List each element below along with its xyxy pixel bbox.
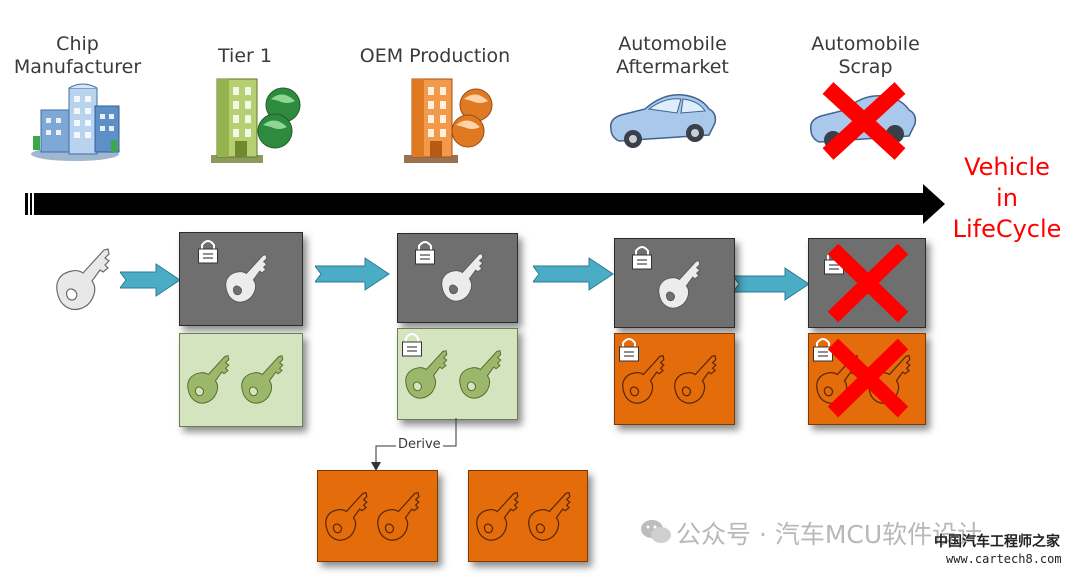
key-icon xyxy=(238,348,293,412)
derive-label: Derive xyxy=(396,437,443,452)
key-icon xyxy=(473,485,528,549)
lock-icon xyxy=(415,241,435,265)
tier1-building-icon xyxy=(211,78,301,163)
lock-icon xyxy=(619,338,639,362)
key-icon xyxy=(525,485,580,549)
initial-key-icon xyxy=(52,240,122,320)
derived-key-box-1 xyxy=(317,470,438,562)
lock-icon xyxy=(813,338,833,362)
stage-label-line: Tier 1 xyxy=(218,45,272,67)
lifecycle-timeline-arrow xyxy=(25,184,945,224)
key-icon xyxy=(671,348,726,412)
tier1-secure-key-box xyxy=(179,232,303,326)
stage-label-line: Chip xyxy=(56,33,99,55)
stage-label-line: Scrap xyxy=(838,56,893,78)
vehicle-lifecycle-label: Vehicle in LifeCycle xyxy=(952,152,1062,245)
key-icon xyxy=(322,485,377,549)
key-icon xyxy=(456,343,511,407)
stage-label-line: Manufacturer xyxy=(13,56,142,78)
oem-key-pair-box xyxy=(397,328,518,420)
stage-label-line: Automobile xyxy=(811,33,920,55)
key-icon xyxy=(222,247,277,311)
factory-building-icon xyxy=(31,83,120,161)
stage-label-chip-manufacturer: Chip Manufacturer xyxy=(10,33,145,79)
flow-arrow-2 xyxy=(315,257,390,291)
key-icon xyxy=(655,253,710,317)
key-icon xyxy=(402,343,457,407)
scrap-key-pair-box xyxy=(808,333,926,425)
stage-label-line: Automobile xyxy=(618,33,727,55)
oem-building-icon xyxy=(404,78,493,163)
flow-arrow-4 xyxy=(733,267,810,301)
lock-icon xyxy=(632,246,652,270)
tier1-key-pair-box xyxy=(179,333,303,427)
flow-arrow-1 xyxy=(120,263,181,297)
aftermarket-secure-key-box xyxy=(614,238,735,328)
watermark-site-url: www.cartech8.com xyxy=(946,552,1062,566)
key-icon xyxy=(374,485,429,549)
lifecycle-label-line: Vehicle xyxy=(964,153,1050,181)
flow-arrow-3 xyxy=(533,257,614,291)
derived-key-box-2 xyxy=(468,470,588,562)
lock-icon xyxy=(402,333,422,357)
cross-icon xyxy=(827,338,909,418)
scrap-secure-key-box xyxy=(808,238,926,328)
stage-label-scrap: Automobile Scrap xyxy=(798,33,933,79)
stage-label-tier1: Tier 1 xyxy=(195,45,295,68)
watermark-account: 公众号 · 汽车MCU软件设计 xyxy=(676,520,983,549)
lifecycle-label-line: in xyxy=(996,184,1018,212)
aftermarket-key-pair-box xyxy=(614,333,735,425)
oem-secure-key-box xyxy=(397,233,518,323)
watermark-site-name: 中国汽车工程师之家 xyxy=(934,534,1060,550)
key-icon xyxy=(438,246,493,310)
lifecycle-label-line: LifeCycle xyxy=(952,215,1062,243)
stage-label-aftermarket: Automobile Aftermarket xyxy=(605,33,740,79)
lock-icon xyxy=(198,240,218,264)
stage-label-oem-production: OEM Production xyxy=(355,45,515,68)
stage-label-line: OEM Production xyxy=(359,45,511,67)
wechat-icon xyxy=(641,520,671,543)
scrap-cross-icon xyxy=(822,82,906,160)
key-icon xyxy=(184,348,239,412)
cross-icon xyxy=(827,243,909,323)
key-icon xyxy=(619,348,674,412)
stage-label-line: Aftermarket xyxy=(616,56,729,78)
car-icon xyxy=(609,94,717,148)
